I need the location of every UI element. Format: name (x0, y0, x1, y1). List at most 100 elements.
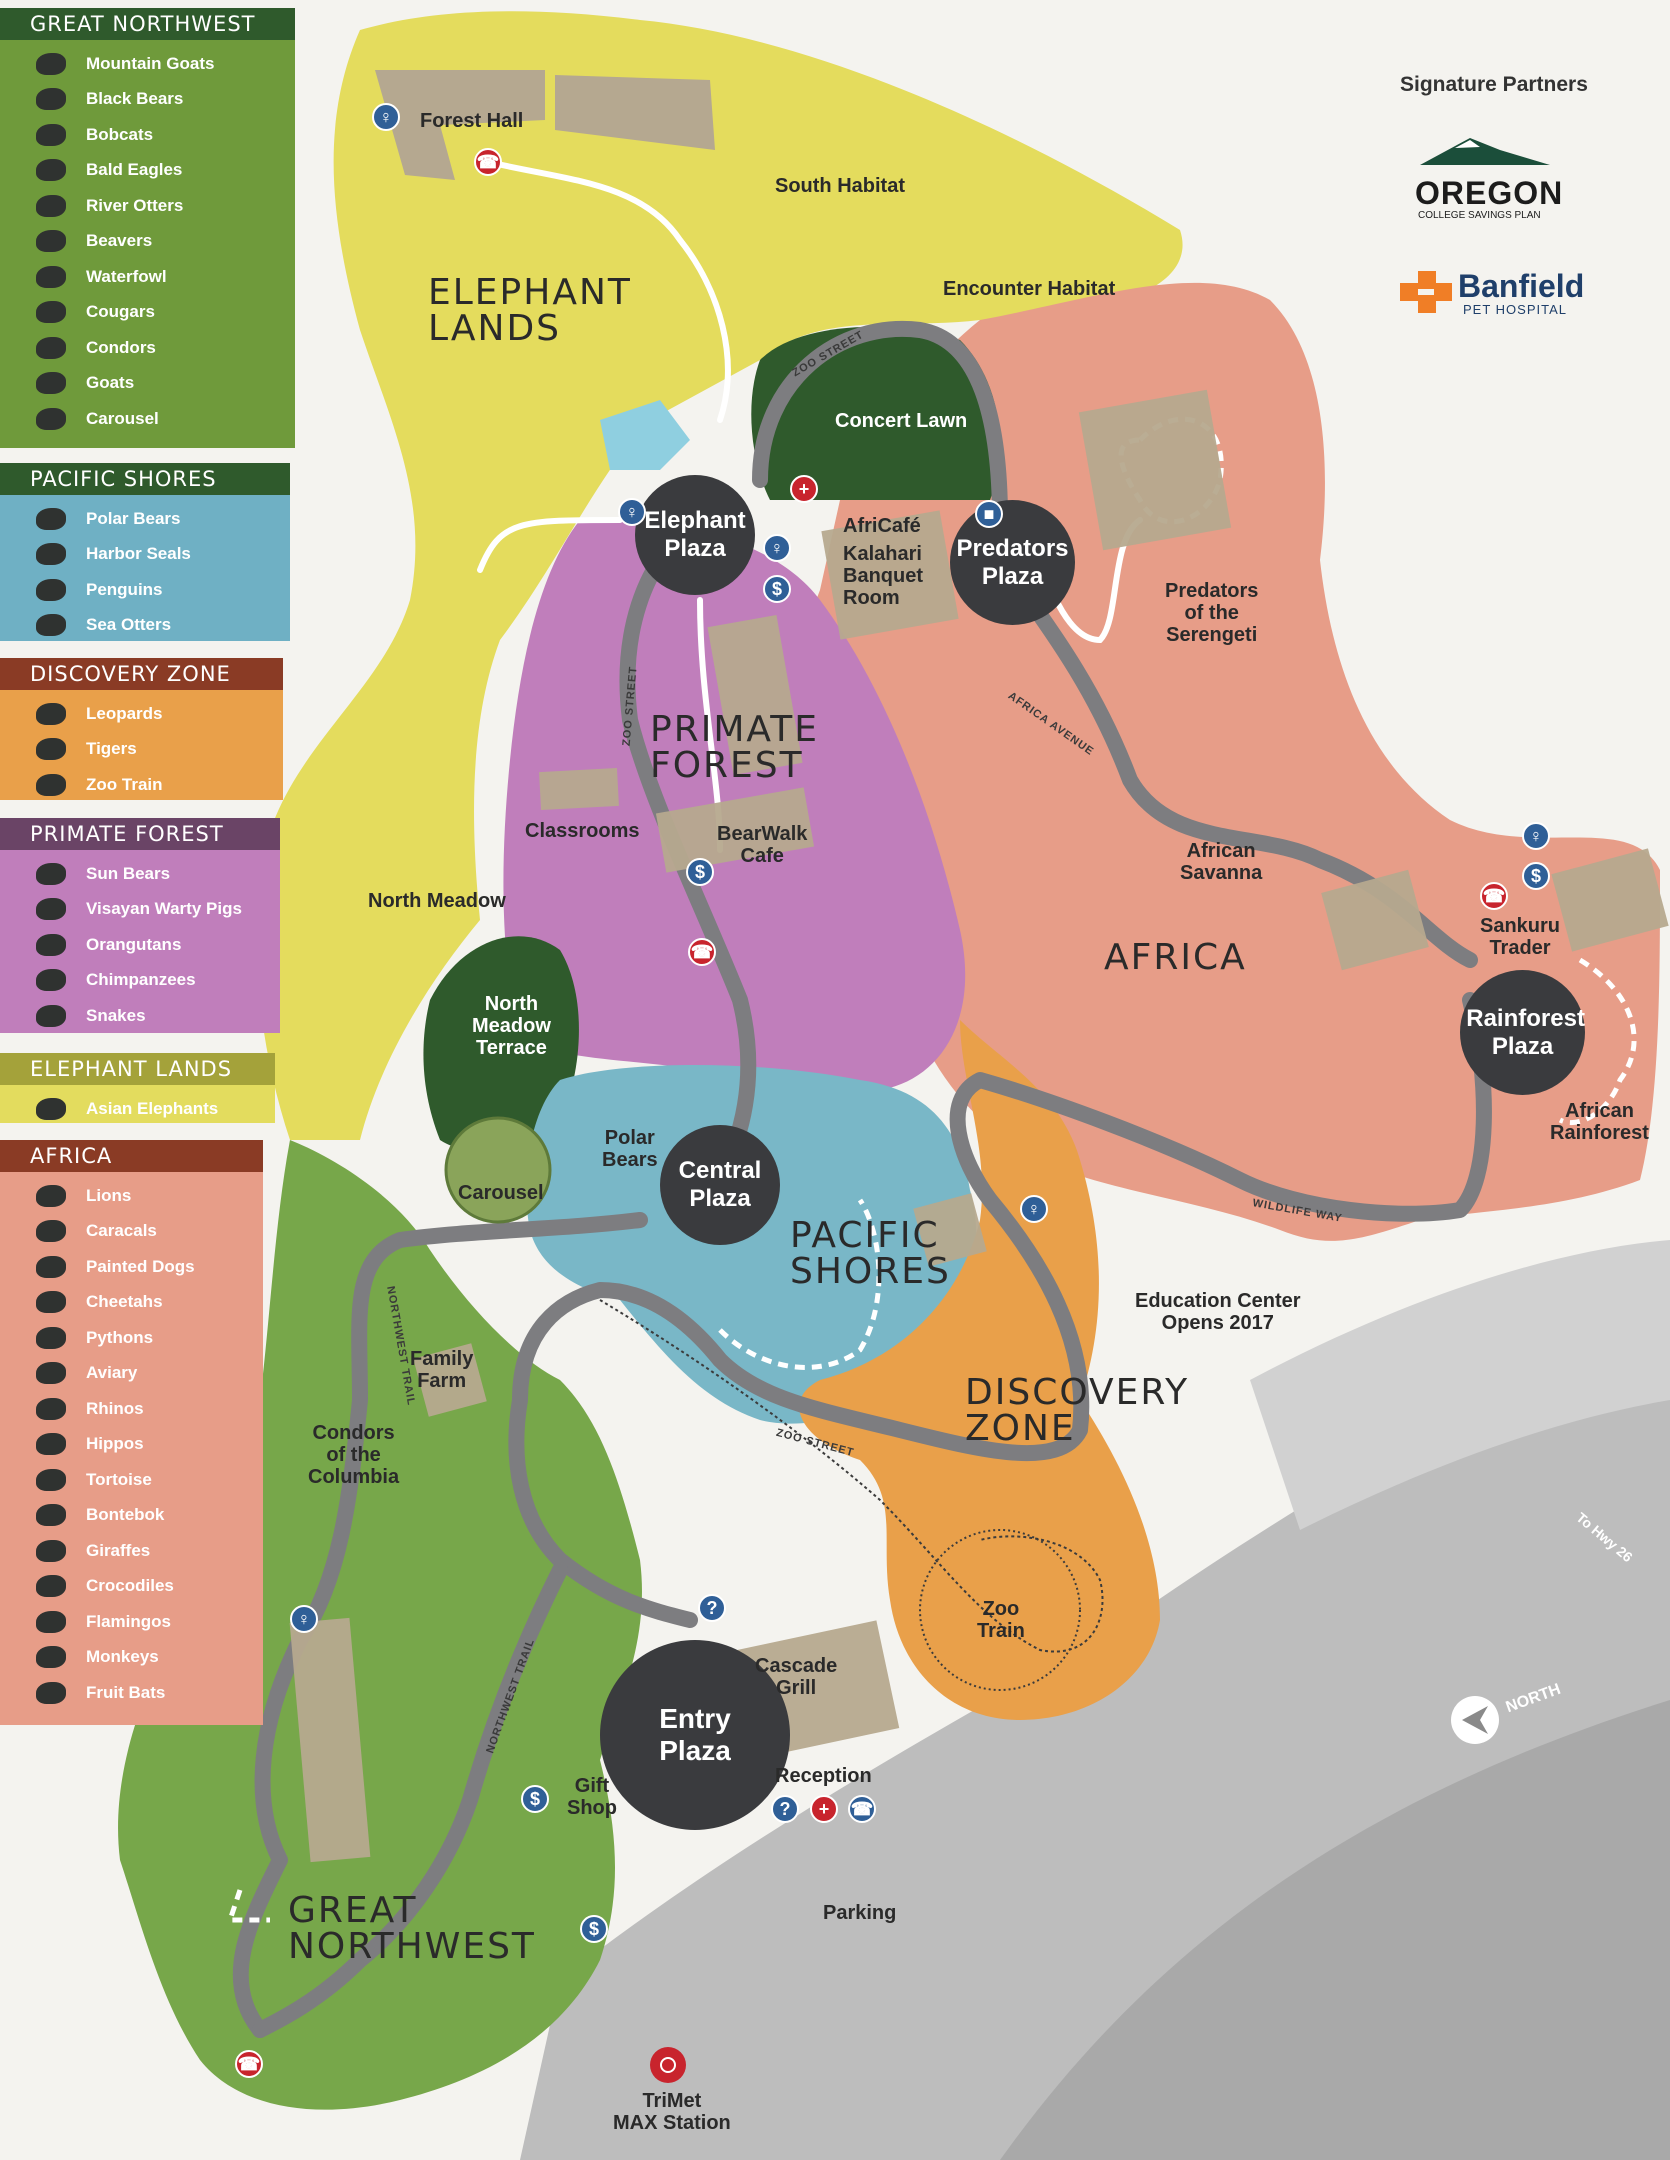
animal-icon (36, 1433, 66, 1456)
plaza-central[interactable]: Central Plaza (660, 1125, 780, 1245)
first-aid-icon: + (810, 1795, 838, 1823)
info-icon: ? (698, 1594, 726, 1622)
animal-icon (36, 1504, 66, 1527)
legend-elephant-lands: ELEPHANT LANDS Asian Elephants (0, 1053, 275, 1123)
label-north-meadow-terrace: North Meadow Terrace (472, 993, 551, 1059)
atm-icon: $ (580, 1915, 608, 1943)
animal-icon (36, 1646, 66, 1669)
label-family-farm: Family Farm (410, 1348, 474, 1392)
banfield-logo-subtext: PET HOSPITAL (1463, 302, 1567, 317)
animal-icon (36, 230, 66, 253)
legend-item-label: Monkeys (86, 1647, 159, 1667)
animal-icon (36, 578, 66, 601)
legend-item: Hippos (36, 1427, 263, 1463)
legend-item: Cheetahs (36, 1285, 263, 1321)
legend-item-label: Painted Dogs (86, 1256, 195, 1276)
oregon-logo-icon (1420, 138, 1550, 165)
animal-icon (36, 265, 66, 288)
label-north-meadow: North Meadow (368, 890, 506, 912)
legend-item-label: Hippos (86, 1434, 144, 1454)
legend-item: Black Bears (36, 82, 295, 118)
animal-icon (36, 614, 66, 637)
animal-icon (36, 773, 66, 796)
label-reception: Reception (775, 1765, 872, 1787)
animal-icon (36, 1539, 66, 1562)
first-aid-icon: + (790, 475, 818, 503)
legend-item: Chimpanzees (36, 963, 280, 999)
legend-item: Visayan Warty Pigs (36, 892, 280, 928)
legend-item: Penguins (36, 572, 290, 608)
label-carousel: Carousel (458, 1182, 544, 1204)
legend-item: Sea Otters (36, 608, 290, 644)
legend-item: Pythons (36, 1320, 263, 1356)
legend-item: Harbor Seals (36, 537, 290, 573)
legend-item: Snakes (36, 998, 280, 1034)
legend-item-label: Zoo Train (86, 774, 163, 794)
legend-item-label: Waterfowl (86, 266, 167, 286)
label-sankuru: Sankuru Trader (1480, 915, 1561, 959)
legend-item-label: Crocodiles (86, 1576, 174, 1596)
oregon-logo-text: OREGON (1415, 175, 1564, 211)
legend-item: Monkeys (36, 1640, 263, 1676)
legend-item: Flamingos (36, 1604, 263, 1640)
label-africafe: AfriCafé (843, 515, 921, 537)
animal-icon (36, 1468, 66, 1491)
animal-icon (36, 898, 66, 921)
phone-icon: ☎ (848, 1795, 876, 1823)
legend-item-label: Giraffes (86, 1540, 151, 1560)
legend-item-label: Harbor Seals (86, 544, 191, 564)
label-forest-hall: Forest Hall (420, 110, 524, 132)
legend-item-label: Cheetahs (86, 1292, 163, 1312)
legend-item-label: Condors (86, 337, 156, 357)
banfield-logo-icon (1400, 271, 1452, 313)
legend-item-label: Pythons (86, 1327, 154, 1347)
legend-item: Bontebok (36, 1498, 263, 1534)
label-condors: Condors of the Columbia (308, 1422, 400, 1488)
legend-item: Sun Bears (36, 856, 280, 892)
legend-item: Lions (36, 1178, 263, 1214)
plaza-rainforest[interactable]: Rainforest Plaza (1460, 970, 1585, 1095)
legend-item-label: Bobcats (86, 124, 154, 144)
label-parking: Parking (823, 1902, 897, 1924)
plaza-elephant[interactable]: Elephant Plaza (635, 475, 755, 595)
legend-item-label: Fruit Bats (86, 1682, 166, 1702)
legend-title: PACIFIC SHORES (0, 463, 290, 495)
legend-item-label: Cougars (86, 302, 155, 322)
atm-icon: $ (1522, 862, 1550, 890)
plaza-entry[interactable]: Entry Plaza (600, 1640, 790, 1830)
label-trimet: TriMet MAX Station (613, 2090, 731, 2134)
legend-item-label: Penguins (86, 579, 163, 599)
animal-icon (36, 1004, 66, 1027)
label-african-rainforest: African Rainforest (1550, 1100, 1649, 1144)
label-cascade-grill: Cascade Grill (755, 1655, 838, 1699)
animal-icon (36, 1397, 66, 1420)
label-education-center: Education Center Opens 2017 (1135, 1290, 1301, 1334)
animal-icon (36, 1681, 66, 1704)
legend-item: Caracals (36, 1214, 263, 1250)
label-south-habitat: South Habitat (775, 175, 905, 197)
zone-pacific-shores (526, 1065, 977, 1424)
legend-item: Mountain Goats (36, 46, 295, 82)
legend-item-label: Polar Bears (86, 508, 181, 528)
label-concert-lawn: Concert Lawn (835, 410, 968, 432)
plaza-predators[interactable]: Predators Plaza (950, 500, 1075, 625)
animal-icon (36, 1610, 66, 1633)
zone-label-primate-forest: PRIMATE FOREST (650, 709, 819, 786)
animal-icon (36, 1255, 66, 1278)
legend-item-label: Black Bears (86, 89, 184, 109)
legend-item: Polar Bears (36, 501, 290, 537)
animal-icon (36, 862, 66, 885)
zone-discovery (799, 1020, 1160, 1720)
legend-item-label: Beavers (86, 231, 153, 251)
phone-icon: ☎ (474, 148, 502, 176)
legend-item: Bobcats (36, 117, 295, 153)
legend-item-label: Bald Eagles (86, 160, 183, 180)
legend-item-label: Orangutans (86, 934, 182, 954)
animal-icon (36, 372, 66, 395)
gift-icon: ■ (975, 500, 1003, 528)
legend-title: AFRICA (0, 1140, 263, 1172)
animal-icon (36, 88, 66, 111)
